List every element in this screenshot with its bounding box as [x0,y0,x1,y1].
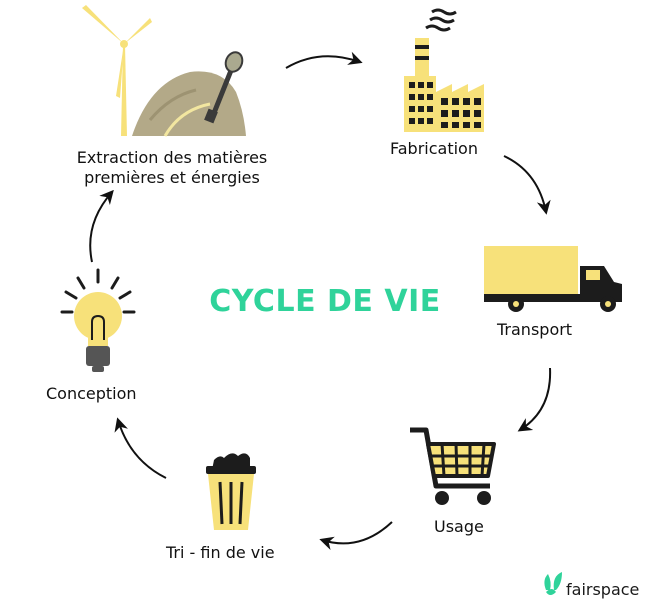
truck-icon [484,246,622,312]
stage-label-tri: Tri - fin de vie [166,543,275,562]
factory-icon [404,8,484,132]
light-bulb-icon [60,268,136,372]
shopping-cart-icon [410,427,496,505]
arrow-usage-to-tri [319,521,393,551]
stage-label-conception: Conception [46,384,137,403]
stage-label-extraction-line1: Extraction des matières [76,148,268,167]
diagram-title: CYCLE DE VIE [209,284,441,319]
arrow-extraction-to-fabrication [285,51,363,69]
arrow-transport-to-usage [517,367,552,432]
arrow-conception-to-extraction [89,189,114,263]
wind-turbine-mine-icon [82,5,246,137]
cycle-arrows [89,51,552,551]
fairspace-logo-icon [544,572,562,595]
stage-label-transport: Transport [497,320,573,339]
stage-label-extraction: Extraction des matières premières et éne… [54,148,290,188]
brand-name: fairspace [566,580,640,599]
stage-label-fabrication: Fabrication [390,139,478,158]
stage-label-extraction-line2: premières et énergies [84,168,260,187]
stage-label-usage: Usage [434,517,484,536]
trash-bin-icon [206,453,256,530]
arrow-tri-to-conception [114,417,167,479]
arrow-fabrication-to-transport [503,155,551,215]
